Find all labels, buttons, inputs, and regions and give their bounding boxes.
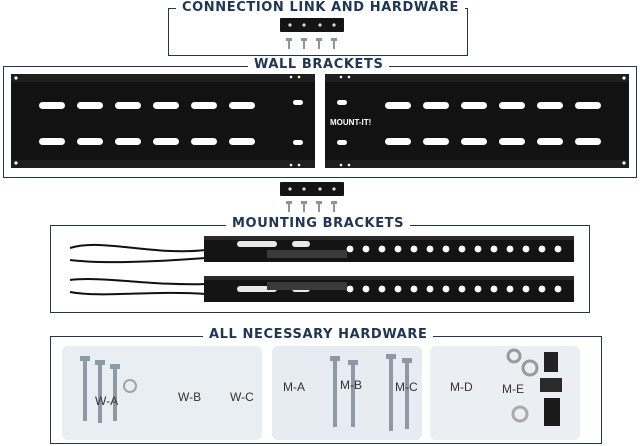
bag-label: W-C bbox=[230, 390, 254, 404]
bag-label: W-A bbox=[95, 394, 119, 408]
wall-brackets-title: WALL BRACKETS bbox=[248, 57, 390, 73]
hardware-title: ALL NECESSARY HARDWARE bbox=[203, 327, 434, 343]
connection-link-plate bbox=[280, 18, 344, 32]
connection-screws-2 bbox=[282, 201, 342, 213]
bag-label: M-A bbox=[283, 380, 305, 394]
bolts-group-w bbox=[70, 356, 150, 436]
bolts-group-m bbox=[320, 354, 420, 438]
bag-label: W-B bbox=[178, 390, 202, 404]
bag-label: M-D bbox=[450, 380, 473, 394]
bag-label: M-B bbox=[340, 378, 362, 392]
bag-label: M-C bbox=[395, 380, 418, 394]
connection-screws bbox=[282, 38, 342, 50]
brand-logo: MOUNT-IT! bbox=[330, 118, 372, 127]
wall-bracket-left bbox=[11, 74, 315, 168]
connection-title: CONNECTION LINK AND HARDWARE bbox=[176, 0, 466, 16]
mounting-bracket-bottom bbox=[62, 272, 578, 306]
connection-link-plate-2 bbox=[280, 182, 344, 196]
mounting-brackets-title: MOUNTING BRACKETS bbox=[226, 216, 411, 232]
hardware-bag bbox=[272, 346, 422, 440]
wall-bracket-right bbox=[325, 74, 629, 168]
mounting-bracket-top bbox=[62, 232, 578, 266]
spacers-group bbox=[500, 348, 576, 438]
bag-label: M-E bbox=[502, 382, 524, 396]
